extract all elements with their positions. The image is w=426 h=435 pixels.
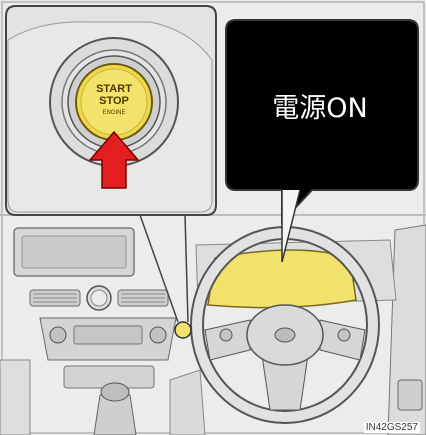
button-label-engine: ENGINE <box>74 110 154 116</box>
steering-emblem <box>275 328 295 342</box>
right-knob <box>150 327 166 343</box>
climate-buttons <box>74 326 142 344</box>
button-label-start: START <box>74 84 154 95</box>
start-button-location <box>175 322 191 338</box>
clock-face <box>91 290 107 306</box>
figure-code: IN42GS257 <box>364 422 420 433</box>
shift-knob <box>101 383 129 401</box>
wheel-button-right <box>338 329 350 341</box>
left-panel <box>0 360 30 435</box>
left-knob <box>50 327 66 343</box>
wheel-button-left <box>220 329 232 341</box>
callout-text: 電源ON <box>230 86 410 125</box>
console-side <box>170 370 205 435</box>
button-label-stop: STOP <box>74 96 154 107</box>
door-switches <box>398 380 422 410</box>
center-display-screen <box>22 236 126 268</box>
